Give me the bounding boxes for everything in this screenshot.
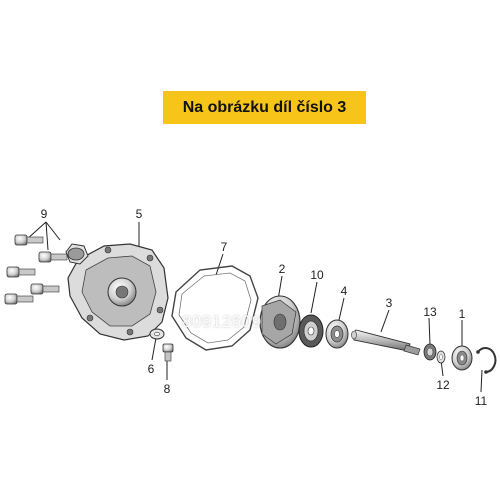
callout-1: 1 <box>459 307 466 321</box>
callout-8: 8 <box>164 382 171 396</box>
bolt-group-9 <box>4 234 68 305</box>
callout-2: 2 <box>279 262 286 276</box>
callout-11: 11 <box>475 394 488 408</box>
drain-bolt-8 <box>162 343 174 362</box>
callout-6: 6 <box>148 362 155 376</box>
callout-10: 10 <box>310 268 324 282</box>
callout-3: 3 <box>386 296 393 310</box>
callout-13: 13 <box>423 305 437 319</box>
callout-12: 12 <box>436 378 450 392</box>
bolt <box>38 251 68 263</box>
pump-cover-5 <box>65 243 169 341</box>
callout-7: 7 <box>221 240 228 254</box>
bolt <box>30 283 60 295</box>
seal-10 <box>298 314 324 348</box>
banner-text: Na obrázku díl číslo 3 <box>182 98 347 116</box>
callout-9: 9 <box>41 207 48 221</box>
title-banner: Na obrázku díl číslo 3 <box>163 91 366 124</box>
impeller-2 <box>259 295 301 349</box>
callout-4: 4 <box>341 284 348 298</box>
bush-13 <box>423 343 437 361</box>
circlip-11 <box>476 347 497 374</box>
bolt <box>4 293 34 305</box>
bolt <box>14 234 44 246</box>
ring-1 <box>451 345 473 371</box>
shaft-3 <box>351 329 421 356</box>
bolt <box>6 266 36 278</box>
bearing-4 <box>325 319 349 349</box>
part-number-watermark: 80912609 <box>182 312 262 331</box>
callout-5: 5 <box>136 207 143 221</box>
washer-6 <box>149 328 165 340</box>
washer-12 <box>436 350 446 364</box>
gasket-7 <box>171 265 259 351</box>
